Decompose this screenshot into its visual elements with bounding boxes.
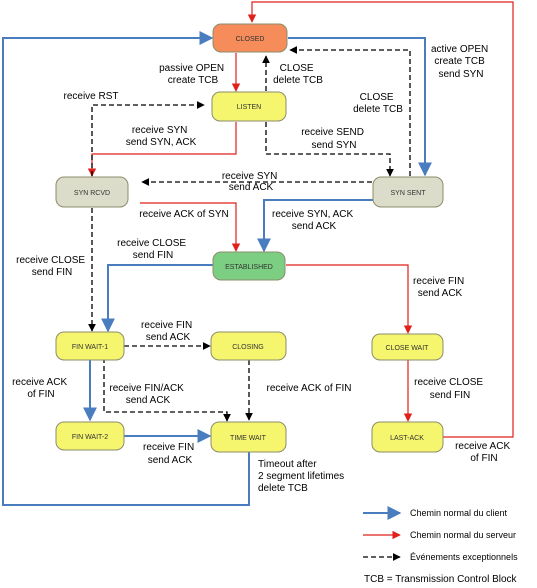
edge-fin-wait-1-to-time-wait: [103, 358, 231, 422]
state-label: CLOSING: [232, 344, 264, 351]
legend-tcb-note: TCB = Transmission Control Block: [364, 574, 518, 585]
state-established: ESTABLISHED: [212, 251, 286, 281]
edge-established-to-close-wait: [286, 264, 413, 334]
label-active-open: active OPEN create TCB send SYN: [431, 44, 491, 80]
label-receive-close-cw: receive CLOSE send FIN: [414, 377, 486, 401]
state-label: ESTABLISHED: [225, 264, 273, 271]
state-syn-sent: SYN SENT: [372, 176, 444, 208]
label-receive-syn: receive SYN send SYN, ACK: [126, 125, 197, 148]
label-receive-ack-of-fin-left: receive ACK of FIN: [12, 377, 70, 400]
state-time-wait: TIME WAIT: [210, 421, 287, 453]
state-label: CLOSED: [236, 36, 265, 43]
state-closed: CLOSED: [212, 23, 288, 53]
state-label: CLOSE WAIT: [386, 345, 430, 352]
label-close-delete-tcb: CLOSE delete TCB: [273, 63, 323, 86]
label-receive-fin-fw2: receive FIN send ACK: [143, 442, 197, 466]
state-label: SYN RCVD: [74, 190, 110, 197]
label-passive-open: passive OPEN create TCB: [159, 63, 227, 86]
legend-client-label: Chemin normal du client: [410, 508, 508, 518]
label-receive-syn-ack: receive SYN, ACK send ACK: [272, 209, 356, 232]
state-label: TIME WAIT: [230, 435, 267, 442]
edge-closed-to-syn-sent: [288, 37, 432, 177]
label-receive-ack-of-fin-closing: receive ACK of FIN: [266, 383, 351, 394]
edge-syn-rcvd-to-established: [140, 202, 241, 252]
edge-established-to-fin-wait-1: [101, 264, 214, 333]
edge-syn-sent-to-closed: [289, 46, 411, 176]
state-fin-wait-1: FIN WAIT-1: [55, 331, 125, 361]
label-receive-syn-send-ack: receive SYN send ACK: [222, 171, 280, 193]
legend-exceptional-label: Événements exceptionnels: [410, 552, 518, 562]
edge-listen-to-syn-sent: [265, 122, 394, 177]
state-listen: LISTEN: [211, 91, 287, 122]
legend: Chemin normal du client Chemin normal du…: [363, 506, 518, 585]
state-label: LAST-ACK: [390, 435, 424, 442]
legend-server-label: Chemin normal du serveur: [410, 530, 516, 540]
state-last-ack: LAST-ACK: [371, 421, 444, 453]
label-receive-fin-right: receive FIN send ACK: [413, 276, 467, 299]
state-label: FIN WAIT-2: [72, 434, 108, 441]
label-receive-close-left: receive CLOSE send FIN: [16, 255, 88, 278]
state-close-wait: CLOSE WAIT: [371, 333, 444, 361]
legend-server: Chemin normal du serveur: [363, 530, 516, 540]
edge-last-ack-to-closed: [247, 1, 514, 438]
legend-exceptional: Événements exceptionnels: [363, 552, 518, 562]
label-receive-fin-ack: receive FIN/ACK send ACK: [109, 383, 186, 406]
state-closing: CLOSING: [210, 331, 287, 361]
label-close-delete-tcb-2: CLOSE delete TCB: [353, 92, 403, 115]
edge-syn-sent-to-established: [257, 199, 402, 253]
label-receive-ack-of-syn: receive ACK of SYN: [139, 209, 228, 220]
label-receive-close-est: receive CLOSE send FIN: [117, 238, 189, 261]
label-receive-send: receive SEND send SYN: [301, 127, 367, 151]
state-label: SYN SENT: [390, 190, 426, 197]
state-label: LISTEN: [237, 104, 262, 111]
state-label: FIN WAIT-1: [72, 344, 108, 351]
label-timeout: Timeout after 2 segment lifetimes delete…: [258, 459, 347, 494]
edge-time-wait-to-closed: [2, 31, 250, 506]
label-receive-fin-fw1: receive FIN send ACK: [141, 320, 195, 343]
state-syn-rcvd: SYN RCVD: [55, 176, 129, 208]
label-receive-ack-of-fin-last: receive ACK of FIN: [455, 441, 513, 464]
label-receive-rst: receive RST: [63, 91, 118, 102]
state-fin-wait-2: FIN WAIT-2: [55, 421, 125, 451]
edge-syn-rcvd-to-listen: [91, 101, 205, 176]
legend-client: Chemin normal du client: [363, 506, 508, 520]
